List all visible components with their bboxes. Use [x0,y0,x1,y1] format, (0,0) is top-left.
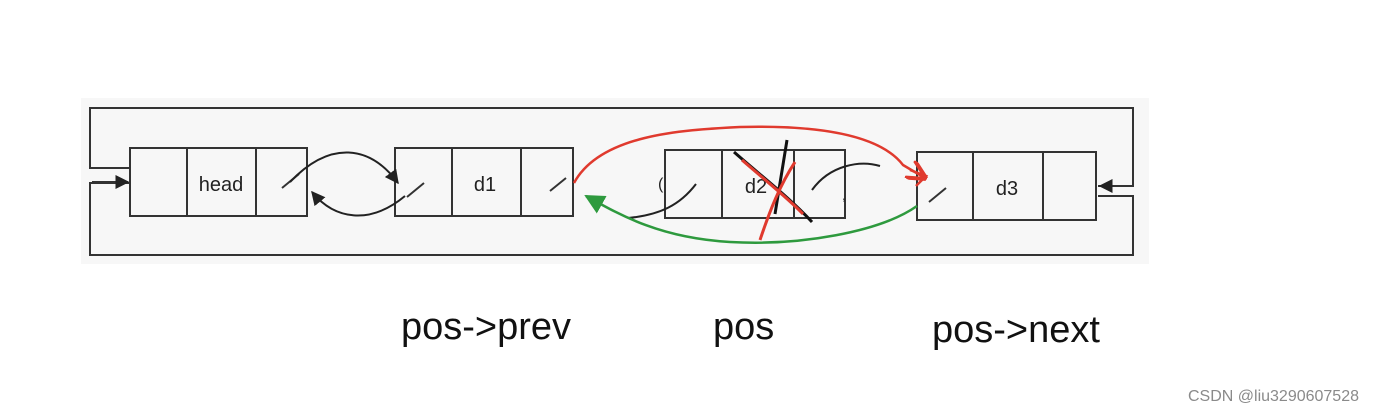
node-d1 [394,147,574,217]
node-d2-label: d2 [745,176,767,198]
small-mark-left: ( [658,176,664,193]
d3-prev-slash [928,187,947,203]
label-pos: pos [713,306,775,348]
node-d3-label: d3 [996,178,1018,200]
d2-next-black-link [811,162,881,191]
label-pos-prev: pos->prev [401,306,572,348]
d2-cross-out [733,139,814,241]
d2-prev-black-link [627,183,697,219]
node-head-label: head [199,174,244,196]
watermark-text: CSDN @liu3290607528 [1187,388,1359,405]
node-d1-label: d1 [474,174,496,196]
d1-next-slash [549,177,567,192]
node-d2 [664,149,846,219]
small-mark-right: , [842,187,846,203]
red-arrow-tip-detail [909,168,929,187]
label-pos-next: pos->next [932,309,1100,351]
d1-prev-slash [406,182,425,198]
node-d3 [916,151,1097,221]
head-to-d1-next-arrow [289,151,399,185]
red-arrow-prev-next-to-next [572,125,925,184]
d1-to-head-prev-arrow [311,190,406,217]
green-arrow-next-prev-to-prev [584,194,918,244]
node-head [129,147,308,217]
